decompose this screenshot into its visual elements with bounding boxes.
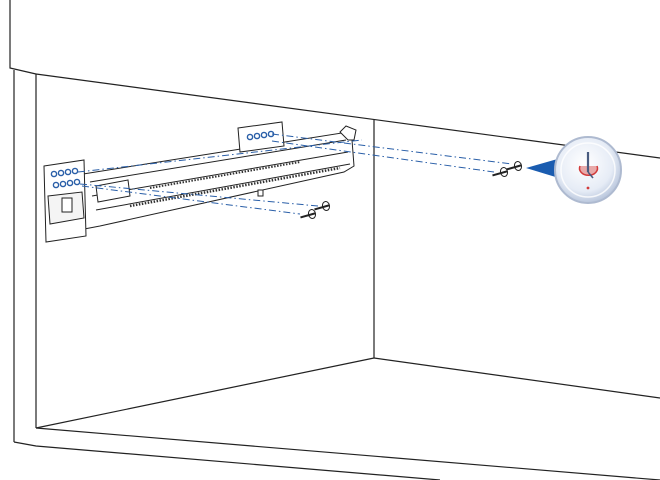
drawer-slide (43, 121, 357, 243)
screw-icon (314, 201, 331, 211)
guide-line (79, 183, 319, 207)
cabinet-top-edge (9, 0, 37, 75)
cabinet-top-panel-underside (35, 73, 660, 159)
bracket-hole (66, 179, 74, 187)
bracket-hole (50, 170, 58, 178)
small-tab (257, 189, 264, 197)
screw-icon (492, 167, 509, 177)
bracket-hole (253, 132, 261, 140)
rear-bracket (237, 121, 285, 153)
cabinet-bottom-front-edge (35, 427, 660, 480)
rear-bracket-holes (246, 130, 275, 141)
bracket-hole (73, 178, 81, 186)
cabinet-base-front (13, 441, 441, 480)
front-bracket-holes (50, 167, 81, 189)
bracket-hole (57, 169, 65, 177)
bracket-hole (246, 133, 254, 141)
screw-icon (506, 161, 523, 171)
slide-teeth-strip (129, 166, 341, 208)
bracket-hole (260, 131, 268, 139)
bracket-hole (59, 180, 67, 188)
slide-rail-edge-top (89, 139, 347, 183)
guide-line (77, 139, 363, 173)
front-clip (95, 179, 131, 203)
guide-line (271, 140, 495, 173)
bracket-hole (71, 167, 79, 175)
bracket-hole (52, 181, 60, 189)
slide-rail-edge-low (95, 163, 351, 211)
cabinet (9, 0, 660, 480)
cabinet-bottom-back-edge (373, 357, 660, 399)
screwdriver-tool-icon (554, 136, 622, 204)
alignment-guides (77, 133, 513, 215)
bracket-hole (64, 168, 72, 176)
front-latch-slot (61, 197, 73, 213)
cabinet-bottom-left-edge (35, 357, 375, 429)
slide-teeth-strip-upper (149, 161, 301, 189)
guide-line (271, 133, 513, 165)
screw-icon (300, 209, 317, 219)
slide-body (57, 131, 355, 235)
rear-hook (339, 125, 357, 141)
screws (300, 161, 523, 219)
